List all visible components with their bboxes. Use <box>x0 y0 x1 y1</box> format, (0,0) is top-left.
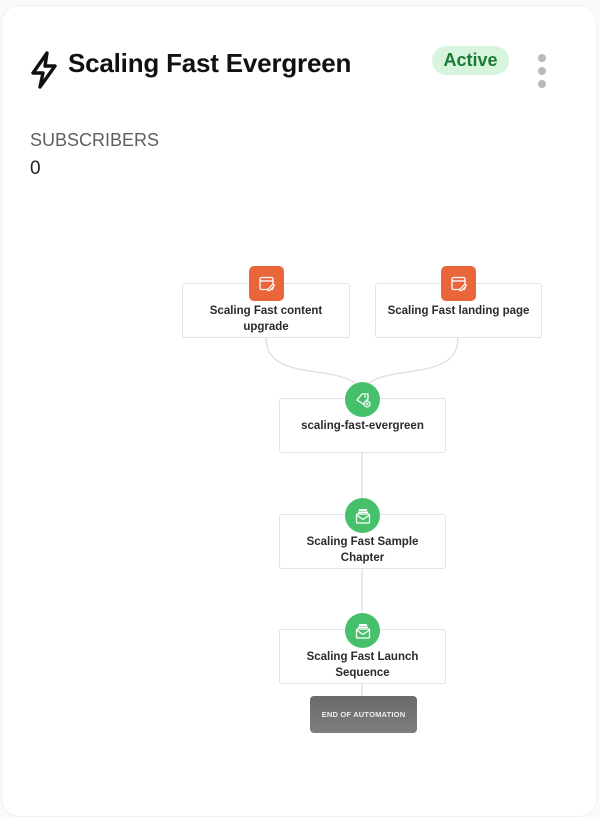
kebab-dot <box>538 54 546 62</box>
end-of-automation: END OF AUTOMATION <box>310 696 417 733</box>
subscribers-label: SUBSCRIBERS <box>30 130 160 150</box>
step-node-tag[interactable]: scaling-fast-evergreen <box>279 398 446 453</box>
node-label: Scaling Fast Launch Sequence <box>306 651 419 679</box>
automation-title: Scaling Fast Evergreen <box>68 48 352 78</box>
node-label: Scaling Fast content upgrade <box>209 305 323 333</box>
node-label: Scaling Fast Sample Chapter <box>306 536 419 564</box>
kebab-menu-button[interactable] <box>530 52 554 92</box>
node-label: Scaling Fast landing page <box>387 305 530 317</box>
automation-header: Scaling Fast Evergreen Active <box>0 0 600 110</box>
email-sequence-icon <box>345 613 380 648</box>
status-badge: Active <box>432 46 509 75</box>
form-edit-icon <box>441 266 476 301</box>
entry-node-content-upgrade[interactable]: Scaling Fast content upgrade <box>182 283 350 338</box>
lightning-bolt-icon <box>31 51 57 89</box>
form-edit-icon <box>249 266 284 301</box>
subscribers-count: 0 <box>30 158 41 179</box>
email-sequence-icon <box>345 498 380 533</box>
tag-add-icon <box>345 382 380 417</box>
kebab-dot <box>538 80 546 88</box>
kebab-dot <box>538 67 546 75</box>
node-label: scaling-fast-evergreen <box>301 420 424 432</box>
